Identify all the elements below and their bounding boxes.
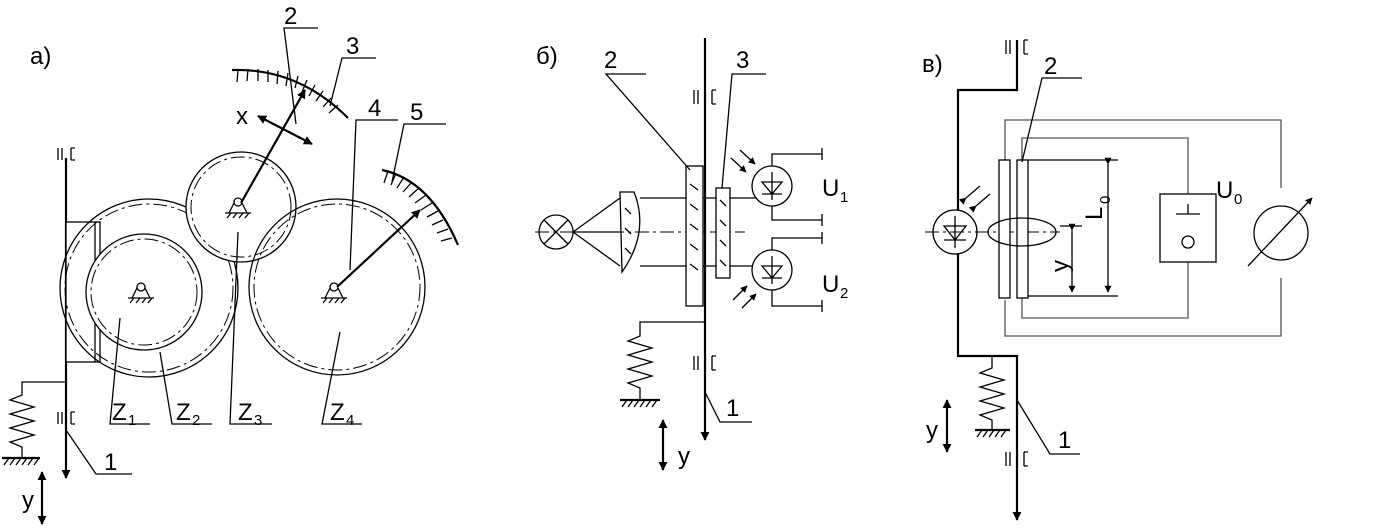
spring-a	[2, 381, 66, 466]
panel-b-title: б)	[536, 43, 558, 70]
label-u2: U 2	[822, 271, 848, 302]
rod-b	[693, 38, 716, 441]
callout-v-1: 1	[1016, 399, 1080, 455]
svg-text:3: 3	[346, 33, 359, 60]
svg-text:U: U	[822, 175, 839, 202]
gear-z4	[248, 198, 426, 376]
svg-text:1: 1	[104, 449, 117, 476]
photodiode-2-icon	[732, 232, 823, 312]
svg-text:3: 3	[736, 47, 749, 74]
svg-text:1: 1	[128, 412, 136, 429]
scale-plate-v2	[1016, 159, 1029, 299]
gear-z2	[59, 198, 239, 378]
dimension-y: y	[1047, 223, 1082, 293]
label-u0: U 0	[1216, 177, 1242, 208]
callout-a-4: 4	[349, 95, 398, 271]
pivot-z1	[128, 282, 154, 304]
dimension-l0: L 0	[1028, 157, 1118, 297]
axis-y-label-a: y	[22, 487, 34, 514]
spring-v	[975, 356, 1010, 438]
panel-a-title: а)	[30, 43, 51, 70]
axis-x-label: x	[236, 103, 248, 130]
svg-text:y: y	[1047, 260, 1074, 272]
svg-text:4: 4	[346, 412, 354, 429]
svg-text:Z: Z	[112, 399, 127, 426]
pivot-z3	[225, 197, 251, 219]
label-z1: Z 1	[109, 317, 150, 429]
panel-v-title: в)	[922, 51, 943, 78]
voltage-source-icon	[1159, 193, 1217, 263]
svg-text:2: 2	[192, 412, 200, 429]
callout-v-2: 2	[1021, 53, 1082, 163]
callout-a-5: 5	[391, 99, 446, 183]
panel-a: а)	[2, 3, 460, 525]
index-plate-3	[715, 187, 731, 279]
light-spot	[987, 217, 1057, 247]
svg-text:3: 3	[254, 412, 262, 429]
label-z2: Z 2	[159, 351, 212, 429]
svg-text:1: 1	[840, 189, 848, 206]
svg-text:Z: Z	[238, 399, 253, 426]
svg-text:2: 2	[1044, 53, 1057, 80]
svg-text:1: 1	[1058, 427, 1071, 454]
axis-y-label-b: y	[678, 443, 690, 470]
svg-text:2: 2	[604, 47, 617, 74]
meter-icon	[1247, 197, 1313, 267]
photodiode-1-icon	[730, 148, 823, 226]
gear-z3	[185, 151, 297, 263]
callout-a-2: 2	[283, 3, 318, 125]
panel-b: б) U	[535, 38, 848, 471]
callout-b-2: 2	[604, 47, 691, 171]
scale-5	[381, 168, 460, 246]
wire-inner	[1021, 137, 1189, 319]
callout-b-1: 1	[704, 391, 752, 423]
axis-y-label-v: y	[926, 417, 938, 444]
pointer-large	[336, 209, 421, 288]
svg-text:5: 5	[410, 99, 423, 126]
svg-text:0: 0	[1097, 196, 1114, 204]
scale-plate-v1	[998, 159, 1011, 299]
svg-text:2: 2	[840, 285, 848, 302]
label-u1: U 1	[822, 175, 848, 206]
svg-text:U: U	[1216, 177, 1233, 204]
photodiode-v-icon	[932, 185, 991, 255]
svg-text:1: 1	[726, 395, 739, 422]
svg-text:4: 4	[368, 95, 381, 122]
svg-text:L: L	[1081, 207, 1108, 220]
callout-a-1: 1	[65, 429, 132, 476]
svg-text:Z: Z	[176, 399, 191, 426]
spring-b	[620, 321, 705, 408]
svg-text:0: 0	[1234, 191, 1242, 208]
scale-3	[231, 68, 349, 119]
gear-z1	[85, 233, 203, 351]
label-z3: Z 3	[229, 231, 272, 429]
svg-text:2: 2	[284, 3, 297, 30]
callout-b-3: 3	[721, 47, 766, 189]
callout-a-3: 3	[329, 33, 376, 107]
x-direction-arrow	[257, 115, 313, 145]
svg-text:Z: Z	[330, 399, 345, 426]
wire-outer	[1004, 119, 1282, 337]
pivot-z4	[321, 282, 347, 304]
panel-v: в) L 0	[922, 39, 1313, 521]
label-z4: Z 4	[321, 331, 362, 429]
scale-plate-2	[685, 165, 704, 307]
svg-text:U: U	[822, 271, 839, 298]
